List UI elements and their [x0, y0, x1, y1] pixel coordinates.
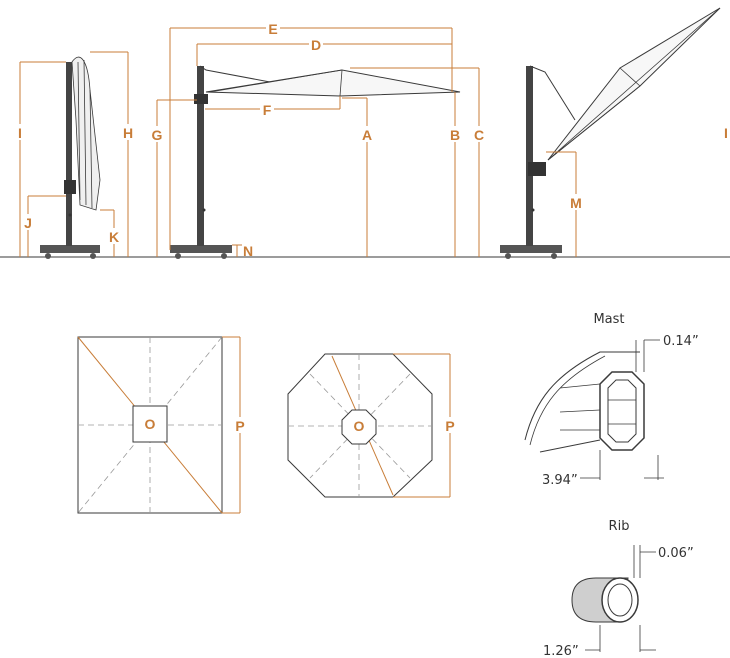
open-canopy — [205, 69, 461, 97]
label-P-square: P — [235, 418, 244, 434]
dim-line-N — [232, 244, 242, 257]
label-bg-G — [150, 126, 164, 142]
label-E: E — [268, 21, 277, 37]
dim-line-A — [342, 97, 368, 257]
closed-canopy-folds — [77, 59, 93, 209]
tilted-wheel-left — [505, 253, 511, 259]
open-wheel-left — [175, 253, 181, 259]
label-G: G — [152, 127, 163, 143]
closed-mast — [66, 62, 72, 246]
mast-outer-curve — [524, 351, 640, 441]
label-N: N — [243, 243, 253, 259]
open-ribs — [209, 69, 343, 97]
label-bg-D — [309, 36, 323, 52]
closed-umbrella-view: I J H K — [14, 51, 135, 259]
mast-section: Mast 0.14” 3.94” — [524, 312, 699, 488]
tilted-arm — [529, 65, 576, 121]
label-A: A — [362, 127, 372, 143]
rib-wall-callout — [633, 545, 656, 578]
mast-profile-webs — [608, 399, 636, 425]
label-O-octagon: O — [354, 418, 365, 434]
tilted-mast — [526, 66, 533, 246]
label-P-octagon: P — [445, 418, 454, 434]
label-bg-J — [22, 214, 34, 230]
dim-line-E-ext — [169, 28, 453, 250]
dim-line-D — [196, 43, 452, 66]
label-I-left: I — [18, 125, 22, 141]
label-bg-F — [260, 101, 274, 117]
label-bg-E — [266, 20, 280, 36]
label-bg-B — [448, 126, 462, 142]
closed-canopy — [71, 56, 101, 211]
label-C: C — [474, 127, 484, 143]
mast-extrusion-lines — [559, 383, 601, 431]
closed-wheel-right — [90, 253, 96, 259]
mast-wall-callout — [635, 339, 660, 372]
mast-bottom-edge — [539, 439, 601, 453]
tilted-wheel-right — [551, 253, 557, 259]
square-canopy-plan: O P — [77, 336, 247, 514]
label-bg-C — [472, 126, 486, 142]
dim-line-G — [156, 99, 197, 257]
tilted-base — [500, 245, 562, 253]
rib-wall-dim: 0.06” — [658, 546, 694, 561]
mast-profile-inner — [607, 379, 637, 443]
dim-line-I-left — [19, 61, 66, 257]
mast-width-dim: 3.94” — [542, 473, 578, 488]
closed-crank — [64, 180, 76, 194]
label-bg-K — [107, 228, 121, 244]
label-B: B — [450, 127, 460, 143]
mast-profile — [599, 371, 645, 451]
label-K: K — [109, 229, 119, 245]
label-bg-P-square — [233, 417, 247, 433]
open-umbrella-view: E D F G A B C N — [150, 20, 486, 259]
dim-line-H — [90, 51, 129, 257]
mast-wall-dim: 0.14” — [663, 334, 699, 349]
label-D: D — [311, 37, 321, 53]
label-bg-I — [14, 124, 26, 140]
open-arm — [199, 65, 271, 83]
rib-title: Rib — [609, 519, 630, 534]
open-wheel-right — [221, 253, 227, 259]
label-I-right: I — [724, 125, 728, 141]
tilted-ribs — [547, 7, 721, 161]
label-F: F — [263, 102, 272, 118]
closed-wheel-left — [45, 253, 51, 259]
tilted-umbrella-view: M I — [500, 7, 728, 259]
closed-bolt — [68, 213, 72, 217]
mast-inner-curve — [529, 355, 606, 446]
label-O-square: O — [145, 416, 156, 432]
mast-title: Mast — [593, 312, 624, 327]
octagon-hub — [341, 409, 377, 445]
label-bg-P-octagon — [443, 417, 457, 433]
label-bg-M — [569, 194, 583, 210]
dim-line-C — [350, 67, 480, 257]
closed-base — [40, 245, 100, 253]
open-crank — [194, 94, 208, 104]
open-mast — [197, 66, 204, 246]
octagon-canopy-plan: O P — [287, 353, 457, 498]
label-bg-H — [121, 124, 135, 140]
rib-profile-inner — [607, 583, 633, 617]
tilted-bolt — [531, 208, 535, 212]
tilted-crank — [528, 162, 546, 176]
label-H: H — [123, 125, 133, 141]
rib-section: Rib 0.06” 1.26” — [543, 519, 694, 658]
label-J: J — [24, 215, 32, 231]
label-M: M — [570, 195, 582, 211]
mast-width-callout — [580, 450, 664, 480]
label-bg-A — [360, 126, 374, 142]
open-base — [170, 245, 232, 253]
square-hub — [132, 405, 168, 443]
open-bolt — [202, 208, 206, 212]
rib-width-callout — [585, 625, 656, 652]
rib-width-dim: 1.26” — [543, 644, 579, 658]
